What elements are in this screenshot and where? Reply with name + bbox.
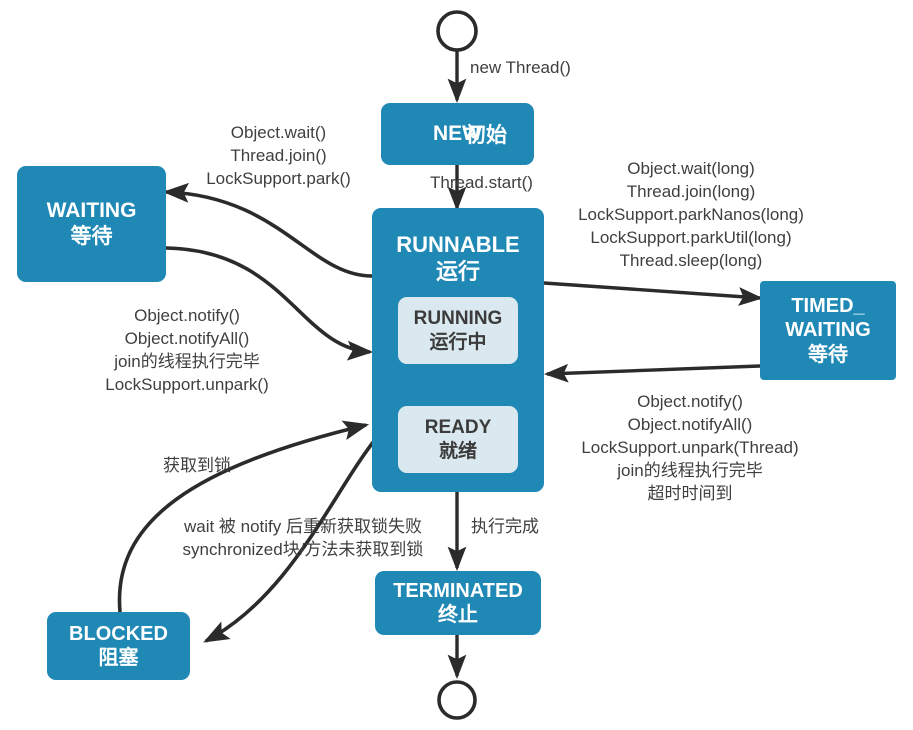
state-waiting-label: WAITING xyxy=(46,199,137,223)
state-blocked-cn: 阻塞 xyxy=(98,647,139,669)
substate-running-cn: 运行中 xyxy=(429,331,487,353)
label-acquire-lock: 获取到锁 xyxy=(163,456,231,475)
start-circle xyxy=(436,10,478,52)
edge-timed-waiting-to-runnable xyxy=(543,363,761,383)
label-new-thread: new Thread() xyxy=(470,58,571,77)
edge-runnable-to-timed-waiting xyxy=(543,281,764,306)
state-timed-waiting-cn: 等待 xyxy=(808,343,848,366)
state-runnable-label: RUNNABLE xyxy=(396,232,520,257)
label-thread-start: Thread.start() xyxy=(430,173,533,192)
label-from-timed-waiting: Object.notify() Object.notifyAll() LockS… xyxy=(581,392,799,503)
label-to-blocked: wait 被 notify 后重新获取锁失败 synchronized块/方法未… xyxy=(182,517,424,559)
edge-waiting-to-runnable xyxy=(165,246,374,361)
state-new[interactable]: NEW xyxy=(381,103,534,165)
label-from-waiting: Object.notify() Object.notifyAll() join的… xyxy=(105,306,269,394)
label-to-timed-waiting: Object.wait(long) Thread.join(long) Lock… xyxy=(578,159,804,270)
substate-ready[interactable]: READY 就绪 xyxy=(398,406,518,473)
end-circle xyxy=(437,680,477,720)
state-blocked-label: BLOCKED xyxy=(69,622,168,645)
state-blocked[interactable]: BLOCKED 阻塞 xyxy=(47,612,190,680)
substate-ready-cn: 就绪 xyxy=(438,440,477,462)
substate-ready-label: READY xyxy=(424,417,492,439)
state-timed-waiting-label2: WAITING xyxy=(785,319,871,342)
state-waiting-cn: 等待 xyxy=(70,225,113,248)
state-terminated-label: TERMINATED xyxy=(393,579,523,602)
state-terminated-cn: 终止 xyxy=(438,604,478,626)
edge-blocked-to-ready xyxy=(117,420,370,613)
label-execution-done: 执行完成 xyxy=(471,517,539,536)
substate-running-label: RUNNING xyxy=(413,308,503,330)
label-to-waiting: Object.wait() Thread.join() LockSupport.… xyxy=(206,123,351,188)
state-terminated[interactable]: TERMINATED 终止 xyxy=(375,571,541,635)
edge-ready-to-blocked xyxy=(203,439,376,643)
edge-runnable-to-waiting xyxy=(162,182,373,278)
state-timed-waiting-label: TIMED_ xyxy=(791,294,865,317)
state-runnable-cn: 运行 xyxy=(435,258,480,284)
state-waiting[interactable]: WAITING 等待 xyxy=(17,166,166,282)
substate-running[interactable]: RUNNING 运行中 xyxy=(398,297,518,364)
state-new-label: NEW xyxy=(433,122,482,146)
state-timed-waiting[interactable]: TIMED_ WAITING 等待 xyxy=(760,281,896,380)
